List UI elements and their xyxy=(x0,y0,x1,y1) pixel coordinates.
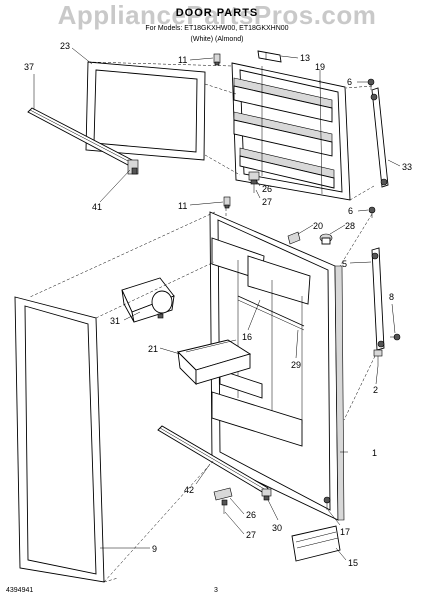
dairy-compartment xyxy=(121,277,175,323)
fresh-food-hinge-pin xyxy=(223,196,231,209)
hole-plug xyxy=(287,231,301,245)
callout-42: 42 xyxy=(184,485,194,495)
door-bin xyxy=(177,339,252,386)
callout-13: 13 xyxy=(300,53,310,63)
callout-17: 17 xyxy=(340,527,350,537)
freezer-door-liner xyxy=(231,62,351,201)
callout-5: 5 xyxy=(342,259,347,269)
assembly-lines xyxy=(29,61,376,583)
callout-30: 30 xyxy=(272,523,282,533)
callout-19: 19 xyxy=(315,62,325,72)
page-number: 3 xyxy=(214,587,218,594)
leader-lines xyxy=(33,47,401,561)
callout-6-top: 6 xyxy=(347,77,352,87)
document-number: 4394941 xyxy=(6,587,34,594)
callout-41: 41 xyxy=(92,202,102,212)
callout-28: 28 xyxy=(345,221,355,231)
lower-bushing xyxy=(213,487,233,514)
freezer-gasket xyxy=(85,61,206,161)
callout-31: 31 xyxy=(110,316,120,326)
screw-bottom xyxy=(323,496,331,510)
callout-11-mid: 11 xyxy=(178,201,187,211)
freezer-handle xyxy=(370,87,389,188)
callout-27-top: 27 xyxy=(262,197,272,207)
watermark: AppliancePartsPros.com xyxy=(57,0,377,30)
callout-20: 20 xyxy=(313,221,323,231)
hinge-bracket xyxy=(261,488,272,501)
freezer-handle-cap xyxy=(257,50,282,63)
callout-37: 37 xyxy=(24,62,34,72)
model-colors: (White) (Almond) xyxy=(190,36,244,43)
fresh-food-liner xyxy=(211,237,311,447)
door-stop xyxy=(319,233,333,245)
callout-29: 29 xyxy=(291,360,301,370)
handle-end-cap xyxy=(373,349,383,366)
fresh-food-handle xyxy=(371,247,385,351)
callout-2: 2 xyxy=(373,385,378,395)
callout-6-mid: 6 xyxy=(348,206,353,216)
callout-8: 8 xyxy=(389,292,394,302)
fresh-food-gasket xyxy=(14,296,105,583)
page-title: DOOR PARTS xyxy=(175,7,259,19)
handle-screw xyxy=(390,333,401,341)
callout-11-top: 11 xyxy=(178,55,187,65)
callout-9: 9 xyxy=(152,544,157,554)
callout-26-bottom: 26 xyxy=(246,510,256,520)
callout-33: 33 xyxy=(402,162,412,172)
grille-plate xyxy=(291,525,341,562)
callout-26-top: 26 xyxy=(262,184,272,194)
screw-top xyxy=(367,78,375,90)
bottom-door-strip xyxy=(157,425,269,494)
screw-mid xyxy=(368,206,376,218)
callout-21: 21 xyxy=(148,344,158,354)
callout-27-bottom: 27 xyxy=(246,530,256,540)
model-numbers: For Models: ET18GKXHW00, ET18GKXHN00 xyxy=(145,25,289,32)
callout-16: 16 xyxy=(242,332,252,342)
strip-end-bracket xyxy=(127,159,139,175)
callout-23: 23 xyxy=(60,41,70,51)
freezer-hinge-pin xyxy=(213,53,221,66)
callout-15: 15 xyxy=(348,558,358,568)
callout-1: 1 xyxy=(372,448,377,458)
freezer-bushing xyxy=(248,171,260,193)
